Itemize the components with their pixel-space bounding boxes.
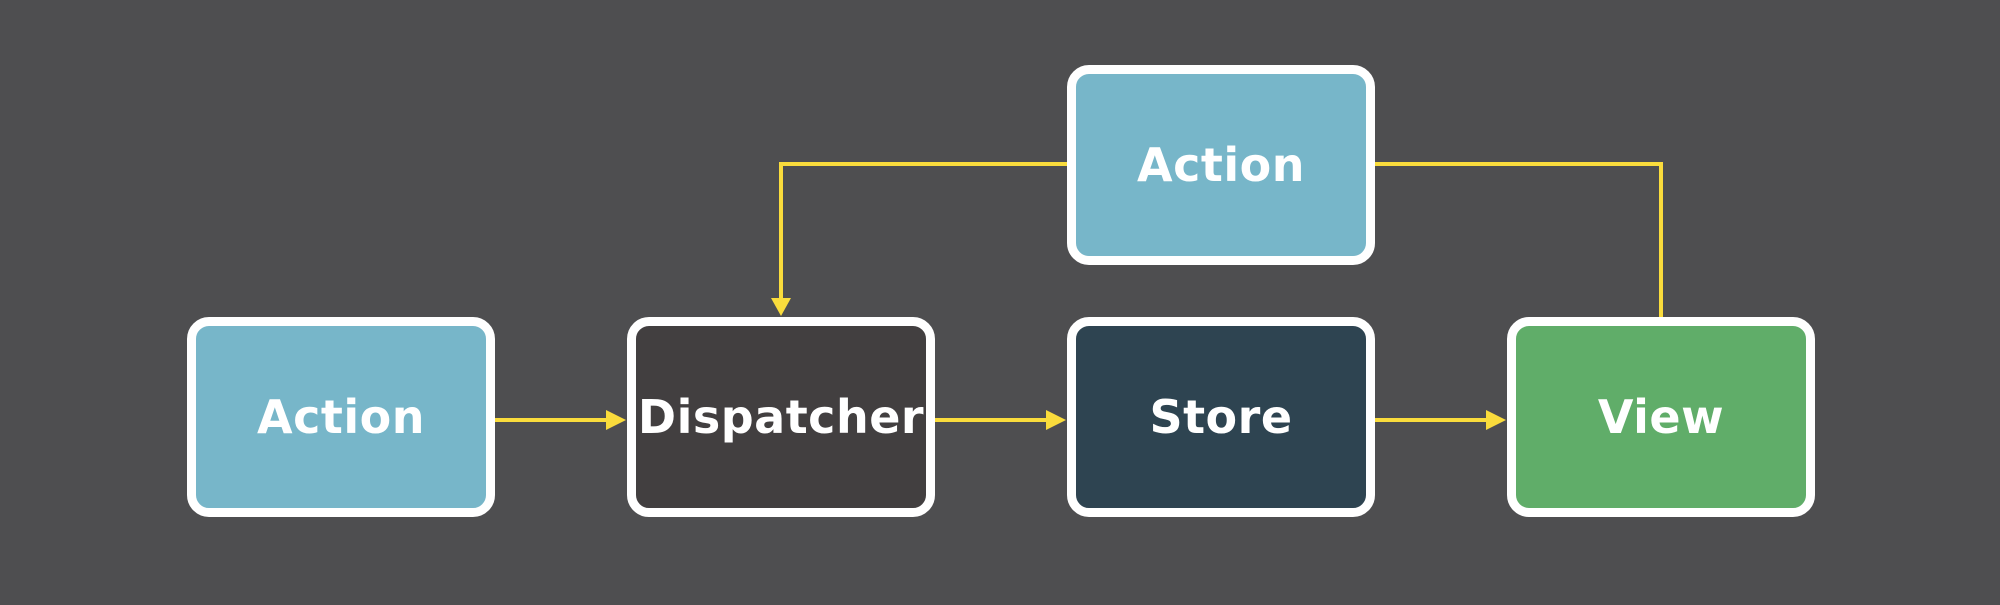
view-node: View bbox=[1507, 317, 1815, 517]
dispatcher-node: Dispatcher bbox=[627, 317, 935, 517]
arrowhead-view-left bbox=[1486, 410, 1506, 430]
view-node-label: View bbox=[1597, 390, 1725, 444]
store-node-label: Store bbox=[1149, 390, 1293, 444]
dispatcher-node-label: Dispatcher bbox=[637, 390, 925, 444]
view-action-node-label: Action bbox=[1137, 138, 1305, 192]
action-node: Action bbox=[187, 317, 495, 517]
view-action-node: Action bbox=[1067, 65, 1375, 265]
line-top-action-to-dispatcher bbox=[779, 162, 1067, 302]
store-node: Store bbox=[1067, 317, 1375, 517]
arrowhead-dispatcher-top bbox=[771, 298, 791, 316]
arrowhead-dispatcher-left bbox=[606, 410, 626, 430]
line-view-to-top-action bbox=[1375, 162, 1663, 317]
action-node-label: Action bbox=[257, 390, 425, 444]
arrowhead-store-left bbox=[1046, 410, 1066, 430]
